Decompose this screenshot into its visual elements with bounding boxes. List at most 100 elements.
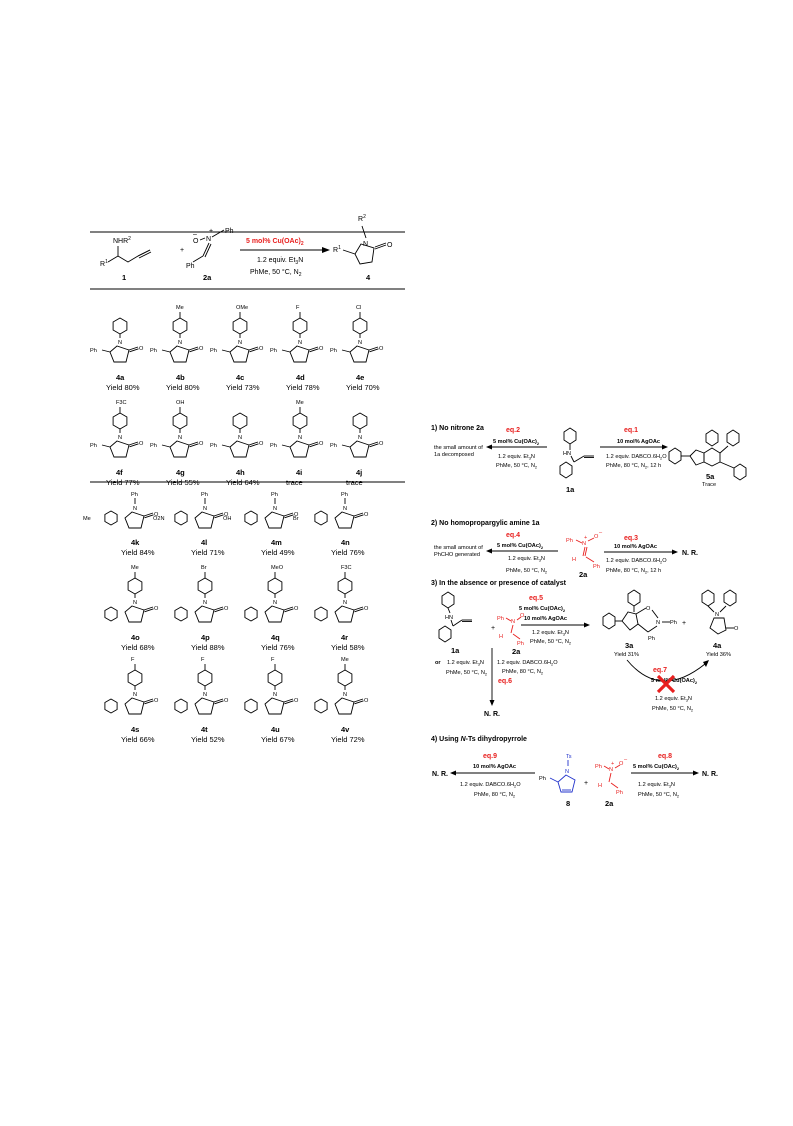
o-atom: O [364,606,369,612]
svg-text:5 mol% Cu(OAc)2: 5 mol% Cu(OAc)2 [651,678,698,685]
svg-text:O: O [594,534,599,540]
n-atom: N [203,600,207,606]
yield-label: Yield 70% [346,383,380,392]
svg-text:PhMe, 50 °C, N2: PhMe, 50 °C, N2 [496,463,538,470]
compound-label: 4v [341,725,350,734]
substituent-label: Br [293,516,299,522]
substituent-label: Me [341,657,349,663]
yield-label: Yield 73% [226,383,260,392]
svg-text:O: O [646,606,651,612]
yield-label: Yield 55% [166,478,200,487]
svg-text:Ph: Ph [186,263,195,270]
svg-text:HN: HN [563,451,571,457]
svg-text:1.2 equiv. Et3N: 1.2 equiv. Et3N [447,660,484,667]
yield-label: Yield 71% [191,548,225,557]
yield-label: Yield 66% [121,735,155,744]
svg-text:1a: 1a [566,485,575,494]
substituent-label: O2N [153,516,165,522]
yield-label: Yield 76% [331,548,365,557]
phenyl-label: Ph [271,492,278,498]
n-atom: N [298,435,302,441]
section-3: 3) In the absence or presence of catalys… [431,580,739,718]
phenyl-label: Ph [150,348,157,354]
svg-text:Ph: Ph [225,228,234,235]
compound-label: 4t [201,725,208,734]
catalyst-label: 5 mol% Cu(OAc)2 [246,238,304,247]
n-atom: N [118,435,122,441]
n-atom: N [133,600,137,606]
substituent-label: Me [83,516,91,522]
yield-label: Yield 72% [331,735,365,744]
substrate-nhr: NHR2 [113,236,131,245]
svg-text:N: N [656,620,660,626]
phenyl-label: Ph [150,443,157,449]
compound-label: 4c [236,373,244,382]
o-atom: O [139,346,144,352]
compound-label: 4u [271,725,280,734]
substituent-label: F [271,657,275,663]
svg-text:–: – [193,231,197,238]
compound-label: 4k [131,538,140,547]
yield-label: Yield 67% [261,735,295,744]
o-atom: O [319,441,324,447]
o-atom: O [379,441,384,447]
svg-text:10 mol% AgOAc: 10 mol% AgOAc [524,616,567,622]
svg-text:eq.9: eq.9 [483,753,497,760]
n-atom: N [273,600,277,606]
substituent-label: Me [131,565,139,571]
svg-text:1.2 equiv. Et3N: 1.2 equiv. Et3N [638,782,675,789]
svg-text:H: H [499,634,503,640]
compound-1a: HN 1a [559,427,594,494]
substituent-label: Cl [356,305,361,311]
n-atom: N [238,340,242,346]
o-atom: O [224,606,229,612]
svg-text:O: O [193,238,199,245]
svg-text:8: 8 [566,799,570,808]
svg-text:N. R.: N. R. [484,711,500,718]
svg-text:PhMe, 80 °C, N2, 12 h: PhMe, 80 °C, N2, 12 h [606,568,661,575]
base-label: 1.2 equiv. Et3N [257,257,303,266]
svg-text:HN: HN [445,615,453,621]
svg-text:+: + [584,780,588,787]
compound-label: 4s [131,725,139,734]
phenyl-label: Ph [90,443,97,449]
svg-text:PhMe, 80 °C, N2: PhMe, 80 °C, N2 [502,669,544,676]
section-2: 2) No homopropargylic amine 1a eq.4 eq.3… [431,520,698,579]
svg-text:Trace: Trace [702,482,716,488]
compound-label: 4i [296,468,302,477]
o-atom: O [139,441,144,447]
compound-label: 4r [341,633,348,642]
phenyl-label: Ph [131,492,138,498]
svg-text:eq.8: eq.8 [658,753,672,760]
n-atom: N [358,340,362,346]
yield-label: Yield 80% [106,383,140,392]
svg-text:+: + [682,620,686,627]
svg-text:Yield 31%: Yield 31% [614,652,639,658]
svg-text:Ph: Ph [566,538,573,544]
n-atom: N [343,692,347,698]
o-atom: O [364,698,369,704]
n-atom: N [238,435,242,441]
yield-label: Yield 88% [191,643,225,652]
yield-label: trace [286,478,303,487]
n-atom: N [343,600,347,606]
yield-label: Yield 84% [121,548,155,557]
product-label: 4 [366,273,371,282]
substrate-label: 1 [122,273,126,282]
yield-label: Yield 49% [261,548,295,557]
substituent-label: Me [296,400,304,406]
o-atom: O [199,346,204,352]
yield-label: Yield 64% [226,478,260,487]
svg-text:5 mol% Cu(OAc)2: 5 mol% Cu(OAc)2 [497,543,544,550]
svg-text:PhMe, 50 °C, N2: PhMe, 50 °C, N2 [506,568,548,575]
svg-text:Ph: Ph [616,790,623,796]
substrate-r1: R1 [100,259,108,268]
